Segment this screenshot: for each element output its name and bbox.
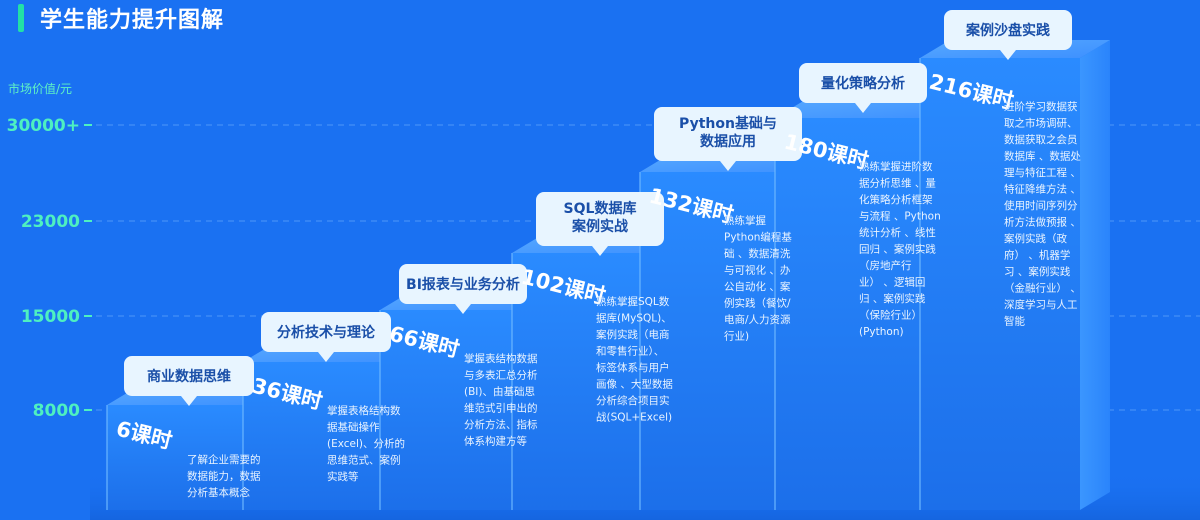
callout-pointer <box>720 161 736 171</box>
category-label: BI报表与业务分析 <box>406 276 520 293</box>
callout-pointer <box>455 304 471 314</box>
category-label: Python基础与数据应用 <box>679 115 777 150</box>
category-callout: SQL数据库案例实战 <box>536 192 664 256</box>
page-title: 学生能力提升图解 <box>40 8 225 33</box>
category-callout: 分析技术与理论 <box>261 312 391 362</box>
description-text: 掌握表格结构数据基础操作(Excel)、分析的思维范式、案例实践等 <box>327 404 405 483</box>
callout-box <box>261 312 391 352</box>
callout-box <box>536 192 664 246</box>
category-callout: 量化策略分析 <box>799 63 927 113</box>
y-tick-label: 30000+ <box>7 116 80 136</box>
y-tick-label: 8000 <box>33 401 80 421</box>
callout-box <box>799 63 927 103</box>
block-front-face <box>107 405 255 510</box>
block-front-face <box>243 362 393 510</box>
y-axis-label: 市场价值/元 <box>8 82 73 96</box>
category-callout: 案例沙盘实践 <box>944 10 1072 60</box>
callout-pointer <box>592 246 608 256</box>
title-accent-bar <box>18 4 24 32</box>
block-top-face <box>775 100 965 118</box>
block-front-face <box>775 118 935 510</box>
block-front-face <box>380 310 530 510</box>
callout-pointer <box>855 103 871 113</box>
category-callout: 商业数据思维 <box>124 356 254 406</box>
y-tick-label: 15000 <box>21 307 80 327</box>
block-side-face <box>1080 40 1110 510</box>
block-front-face <box>640 172 800 510</box>
category-label: 量化策略分析 <box>821 75 905 92</box>
category-label: 商业数据思维 <box>147 368 231 385</box>
description-text: 熟练掌握SQL数据库(MySQL)、案例实践（电商和零售行业）、标签体系与用户画… <box>596 295 673 424</box>
description-text: 了解企业需要的数据能力，数据分析基本概念 <box>187 453 261 499</box>
category-callout: Python基础与数据应用 <box>654 107 802 171</box>
callout-box <box>654 107 802 161</box>
block-front-face <box>920 58 1080 510</box>
callout-box <box>124 356 254 396</box>
category-label: 案例沙盘实践 <box>965 22 1050 39</box>
category-label: SQL数据库案例实战 <box>564 200 637 235</box>
callout-pointer <box>1000 50 1016 60</box>
callout-pointer <box>318 352 334 362</box>
description-text: 进阶学习数据获取之市场调研、数据获取之会员数据库 、数据处理与特征工程 、特征降… <box>1004 100 1081 328</box>
callout-box <box>399 264 527 304</box>
category-callout: BI报表与业务分析 <box>399 264 527 314</box>
callout-pointer <box>181 396 197 406</box>
callout-box <box>944 10 1072 50</box>
step-block <box>919 40 1110 510</box>
y-tick-label: 23000 <box>21 212 80 232</box>
category-label: 分析技术与理论 <box>277 324 376 341</box>
description-text: 掌握表结构数据与多表汇总分析(BI)、由基础思维范式引申出的分析方法、指标体系构… <box>464 352 538 448</box>
